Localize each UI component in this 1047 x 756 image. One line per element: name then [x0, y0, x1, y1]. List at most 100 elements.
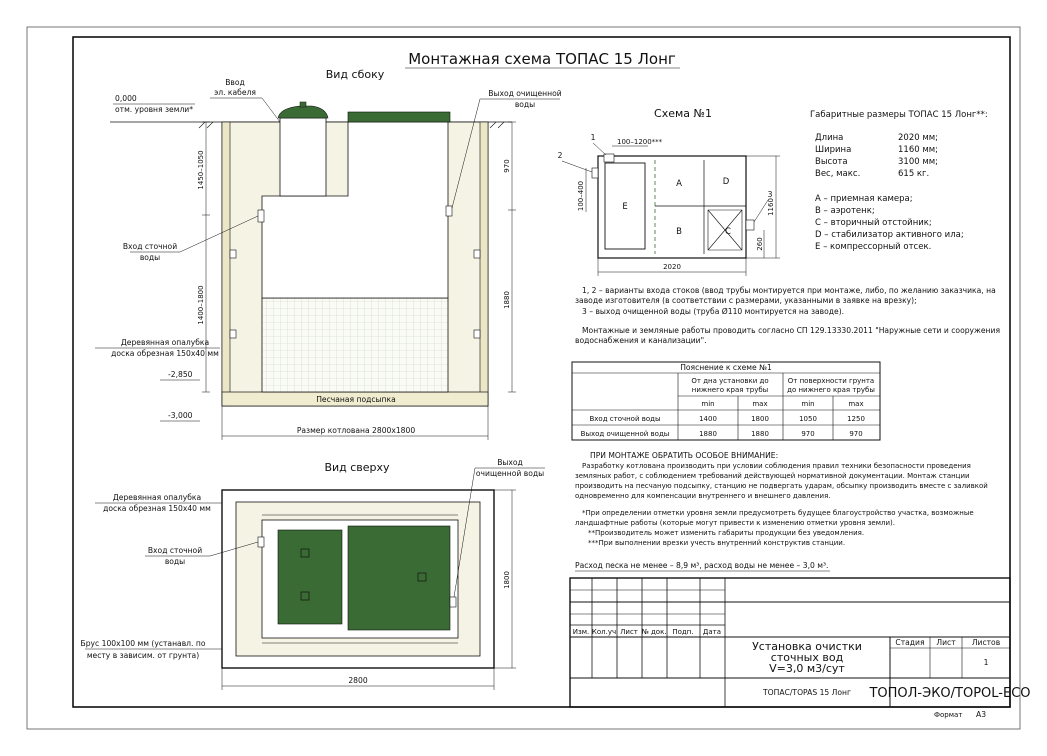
table-col1-1: От дна установки до	[691, 377, 768, 385]
attention-line: земляных работ, с соблюдением требований…	[575, 472, 970, 480]
stamp-col: Дата	[703, 628, 721, 636]
compressor-neck	[279, 117, 327, 197]
dim-1880: 1880	[503, 291, 511, 309]
inner-frame	[72, 36, 1011, 708]
dimensions-title: Габаритные размеры ТОПАС 15 Лонг**:	[810, 110, 988, 120]
pipe-3: 3	[768, 190, 773, 199]
table-max: max	[752, 400, 767, 408]
top-formwork-1: Деревянная опалубка	[113, 493, 201, 502]
table-cell: 1400	[699, 415, 717, 423]
small-lid	[277, 105, 329, 119]
cell-a: A	[676, 179, 682, 189]
beam-label-2: месту в зависим. от грунта)	[87, 651, 199, 660]
attention-block: ПРИ МОНТАЖЕ ОБРАТИТЬ ОСОБОЕ ВНИМАНИЕ: Ра…	[575, 451, 988, 572]
star-note: ландшафтные работы (которые могут привес…	[575, 519, 895, 527]
scheme-tank	[597, 155, 747, 259]
top-dim-2800: 2800	[348, 676, 367, 685]
stamp-col: № док.	[641, 628, 666, 636]
table-cell: 1880	[751, 430, 769, 438]
scheme-1: Схема №1 E A B D C 1 2 3 100–1200*** 100…	[558, 107, 780, 276]
cell-b: B	[676, 227, 682, 237]
top-large-lid	[347, 525, 451, 631]
stamp-sheets: Листов	[972, 638, 1001, 647]
attention-line: Разработку котлована производить при усл…	[582, 462, 971, 470]
inlet-label-2: воды	[140, 253, 160, 262]
top-formwork-2: доска обрезная 150х40 мм	[103, 504, 211, 513]
table-max: max	[848, 400, 863, 408]
format-label: Формат	[934, 711, 962, 719]
stamp-company: ТОПОЛ-ЭКО/TOPOL-ECO	[868, 686, 1030, 701]
level-3000: -3,000	[168, 411, 193, 420]
top-outlet-1: Выход	[497, 458, 523, 467]
table-col2-2: до нижнего края трубы	[787, 386, 875, 394]
formwork-label-1: Деревянная опалубка	[121, 338, 209, 347]
stamp-name-2: сточных вод	[771, 651, 844, 664]
note-line: Монтажные и земляные работы проводить со…	[582, 326, 1000, 335]
outlet-pipe	[445, 205, 453, 217]
attention-line: производить на песчаную подсыпку, станци…	[575, 482, 988, 490]
explanation-table: Пояснение к схеме №1 От дна установки до…	[571, 361, 881, 441]
dim-row-value: 3100 мм;	[898, 157, 938, 167]
cell-c: C	[725, 227, 731, 237]
dim-100-400: 100–400	[577, 181, 585, 211]
dim-1160: 1160	[767, 198, 775, 216]
table-col1-2: нижнего края трубы	[692, 386, 768, 394]
table-cell: 1880	[699, 430, 717, 438]
table-col2-1: От поверхности грунта	[788, 377, 874, 385]
side-view: Вид сбоку Песчаная подсыпка Ввод	[95, 68, 562, 440]
stamp-col: Изм.	[573, 628, 589, 636]
stamp-col: Кол.уч	[592, 628, 616, 636]
pipe-2: 2	[558, 151, 563, 160]
top-view: Вид сверху Деревянная опалубка доска обр…	[81, 458, 545, 690]
top-outlet-2: очищенной воды	[476, 469, 544, 478]
formwork-label-2: доска обрезная 150х40 мм	[111, 349, 219, 358]
star-note: **Производитель может изменить габариты …	[588, 529, 864, 537]
top-dim-1800: 1800	[503, 571, 511, 589]
stamp-col: Подп.	[672, 628, 693, 636]
table-cell: 1050	[799, 415, 817, 423]
scheme-cell-e	[604, 162, 646, 250]
top-view-title: Вид сверху	[324, 461, 390, 474]
table-cell: 970	[801, 430, 814, 438]
table-cell: 1250	[847, 415, 865, 423]
title-block: Изм. Кол.уч Лист № док. Подп. Дата Устан…	[569, 577, 1031, 719]
dimensions-block: Габаритные размеры ТОПАС 15 Лонг**: Длин…	[810, 110, 988, 252]
dim-100-1200: 100–1200***	[617, 138, 663, 146]
cable-label-1: Ввод	[225, 78, 245, 87]
inlet-pipe	[257, 209, 265, 223]
note-line: 1, 2 – варианты входа стоков (ввод трубы…	[582, 286, 996, 295]
table-title: Пояснение к схеме №1	[680, 363, 772, 372]
tank-lower	[261, 297, 449, 393]
legend-item: А – приемная камера;	[815, 194, 913, 204]
stamp-name-1: Установка очистки	[752, 640, 862, 653]
table-min: min	[801, 400, 814, 408]
top-inlet-2: воды	[165, 557, 185, 566]
attention-title: ПРИ МОНТАЖЕ ОБРАТИТЬ ОСОБОЕ ВНИМАНИЕ:	[590, 451, 778, 460]
stamp-col: Лист	[620, 628, 638, 636]
top-outlet-pipe	[449, 596, 457, 608]
pit-size-label: Размер котлована 2800х1800	[297, 426, 416, 435]
scheme-title: Схема №1	[654, 107, 712, 120]
table-min: min	[701, 400, 714, 408]
formwork-right	[479, 121, 489, 407]
stamp-stage: Стадия	[895, 638, 924, 647]
star-note: ***При выполнении врезки учесть внутренн…	[588, 539, 845, 547]
beam-label-1: Брус 100х100 мм (устанавл. по	[81, 639, 206, 648]
dim-2020: 2020	[663, 263, 681, 271]
legend-item: С – вторичный отстойник;	[815, 218, 932, 228]
dim-row-label: Ширина	[815, 145, 851, 155]
legend-item: В – аэротенк;	[815, 206, 875, 216]
dim-1400-1800: 1400–1800	[197, 285, 205, 324]
star-note: *При определении отметки уровня земли пр…	[582, 509, 974, 517]
stamp-name-3: V=3,0 м3/сут	[769, 662, 845, 675]
outlet-label-2: воды	[515, 100, 535, 109]
top-inlet-pipe	[257, 536, 265, 548]
cell-e: E	[622, 202, 627, 212]
ground-level-label: отм. уровня земли*	[115, 105, 193, 114]
side-view-title: Вид сбоку	[326, 68, 385, 81]
outlet-label-1: Выход очищенной	[488, 89, 561, 98]
dim-row-value: 615 кг.	[898, 169, 929, 179]
table-row-label: Выход очищенной воды	[581, 430, 670, 438]
top-small-lid	[277, 529, 343, 625]
